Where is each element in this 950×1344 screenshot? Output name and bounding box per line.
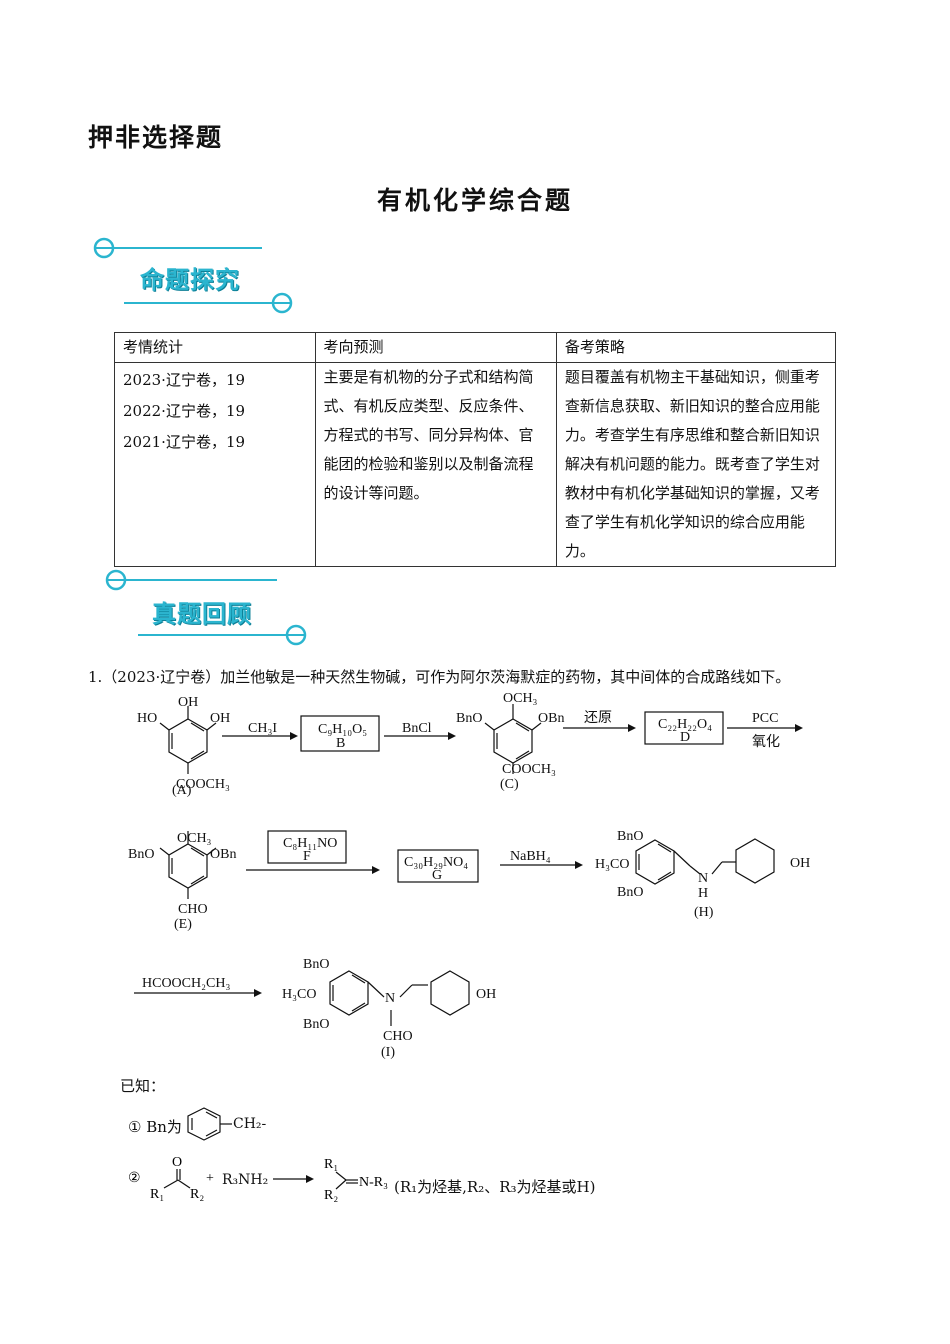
svg-text:O: O (172, 1155, 182, 1170)
svg-text:(A): (A) (172, 783, 192, 798)
banner-label: 真题回顾 (152, 600, 252, 628)
svg-text:OCH₃: OCH₃ (177, 831, 212, 846)
svg-text:(C): (C) (500, 777, 519, 792)
table-header: 考向预测 (314, 332, 557, 363)
svg-text:C₉H₁₀O₅: C₉H₁₀O₅ (318, 722, 367, 737)
prediction-cell: 主要是有机物的分子式和结构简式、有机反应类型、反应条件、方程式的书写、同分异构体… (314, 362, 557, 567)
svg-text:BnO: BnO (617, 885, 643, 900)
svg-text:CHO: CHO (178, 902, 208, 917)
compound-H (635, 838, 775, 885)
svg-text:OCH₃: OCH₃ (503, 691, 538, 706)
svg-text:+: + (206, 1171, 214, 1186)
compound-E (159, 831, 217, 899)
known2-reagent: R₃NH₂ (222, 1172, 269, 1188)
svg-text:(H): (H) (694, 905, 714, 920)
svg-text:CHO: CHO (383, 1029, 413, 1044)
svg-text:HO: HO (137, 711, 157, 726)
compound-C (484, 704, 542, 774)
banner-topic-analysis: 命题探究 (92, 236, 322, 318)
svg-text:N-R₃: N-R₃ (359, 1175, 388, 1190)
svg-text:C₈H₁₁NO: C₈H₁₁NO (283, 836, 337, 851)
benzyl-structure (187, 1107, 232, 1141)
stats-cell: 2023·辽宁卷，19 2022·辽宁卷，19 2021·辽宁卷，19 (114, 362, 316, 567)
svg-text:B: B (336, 736, 345, 751)
banner-past-questions: 真题回顾 (92, 568, 322, 650)
svg-text:BnO: BnO (303, 957, 329, 972)
svg-text:PCC: PCC (752, 711, 778, 726)
strategy-cell: 题目覆盖有机物主干基础知识，侧重考查新信息获取、新旧知识的整合应用能力。考查学生… (555, 362, 837, 567)
svg-text:OBn: OBn (210, 847, 236, 862)
svg-text:G: G (432, 868, 442, 883)
compound-A (159, 706, 217, 774)
svg-text:C₂₂H₂₂O₄: C₂₂H₂₂O₄ (658, 717, 712, 732)
table-header: 备考策略 (555, 332, 837, 363)
svg-text:还原: 还原 (584, 710, 612, 726)
svg-text:OH: OH (476, 987, 496, 1002)
compound-I (329, 970, 470, 1026)
svg-text:R₁: R₁ (324, 1157, 338, 1172)
svg-text:②: ② (128, 1171, 141, 1186)
svg-text:N: N (385, 991, 395, 1006)
svg-text:OH: OH (178, 695, 198, 710)
svg-text:HCOOCH₂CH₃: HCOOCH₂CH₃ (142, 976, 230, 991)
svg-text:D: D (680, 730, 690, 745)
exam-analysis-table: 考情统计 考向预测 备考策略 2023·辽宁卷，19 2022·辽宁卷，19 2… (114, 332, 837, 567)
known-item-1: ① Bn为 (128, 1116, 182, 1137)
table-header: 考情统计 (114, 332, 316, 363)
known2-note: (R₁为烃基,R₂、R₃为烃基或H) (394, 1178, 596, 1196)
svg-text:氧化: 氧化 (752, 734, 780, 750)
page-title: 有机化学综合题 (376, 186, 573, 215)
svg-text:R₂: R₂ (324, 1188, 338, 1203)
banner-decoration (105, 569, 307, 646)
svg-text:(I): (I) (381, 1045, 395, 1060)
known1-suffix: CH₂- (233, 1116, 267, 1132)
stat-item: 2023·辽宁卷，19 (123, 371, 246, 389)
known1-prefix: ① Bn为 (128, 1118, 182, 1136)
svg-text:BnO: BnO (617, 829, 643, 844)
svg-text:R₂: R₂ (190, 1187, 204, 1202)
svg-text:CH₃I: CH₃I (248, 721, 277, 736)
svg-text:BnO: BnO (456, 711, 482, 726)
svg-text:COOCH₃: COOCH₃ (502, 762, 556, 777)
svg-text:F: F (303, 849, 311, 864)
stat-item: 2021·辽宁卷，19 (123, 433, 246, 451)
svg-text:OBn: OBn (538, 711, 564, 726)
svg-text:NaBH₄: NaBH₄ (510, 849, 551, 864)
svg-text:R₁: R₁ (150, 1187, 164, 1202)
known-label: 已知： (120, 1077, 166, 1095)
question-stem: 1.（2023·辽宁卷）加兰他敏是一种天然生物碱，可作为阿尔茨海默症的药物，其中… (88, 668, 791, 686)
svg-text:C₃₀H₂₉NO₄: C₃₀H₂₉NO₄ (404, 855, 468, 870)
svg-text:BnCl: BnCl (402, 721, 432, 736)
svg-text:COOCH₃: COOCH₃ (176, 777, 230, 792)
section-title: 押非选择题 (88, 123, 224, 152)
known-item-2-scheme: ② O R₁ R₂ + R₁ R₂ N-R₃ (128, 1155, 388, 1203)
svg-text:BnO: BnO (128, 847, 154, 862)
svg-text:OH: OH (210, 711, 230, 726)
svg-text:H₃CO: H₃CO (282, 987, 316, 1002)
svg-text:N: N (698, 871, 708, 886)
banner-label: 命题探究 (140, 266, 240, 294)
svg-text:H: H (698, 886, 708, 901)
svg-text:H₃CO: H₃CO (595, 857, 629, 872)
svg-text:OH: OH (790, 856, 810, 871)
banner-decoration (93, 237, 293, 314)
stat-item: 2022·辽宁卷，19 (123, 402, 246, 420)
svg-text:(E): (E) (174, 917, 192, 932)
svg-text:BnO: BnO (303, 1017, 329, 1032)
